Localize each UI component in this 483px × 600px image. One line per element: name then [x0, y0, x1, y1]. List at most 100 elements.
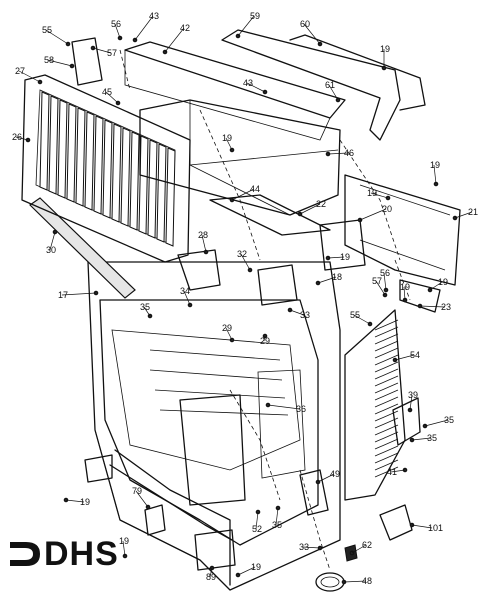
louvre-slat [374, 326, 399, 338]
callout-c19b: 19 [222, 133, 232, 143]
callout-c57b: 57 [372, 276, 382, 286]
callout-c35a: 35 [140, 302, 150, 312]
callout-c29b: 29 [260, 336, 270, 346]
heat-exchanger-fin [147, 139, 158, 239]
callout-c19h: 19 [80, 497, 90, 507]
logo-text: DHS [44, 535, 119, 573]
assembly-lines [119, 49, 411, 571]
igniter-block [257, 264, 298, 306]
part-49 [299, 469, 329, 516]
callout-c45: 45 [102, 87, 112, 97]
callout-c33: 33 [300, 310, 310, 320]
leader-line [327, 256, 345, 259]
leader-line [263, 335, 266, 342]
leader-line [317, 276, 337, 284]
knob-48 [315, 572, 345, 592]
leader-line [231, 188, 255, 201]
louvre-slat [374, 459, 399, 471]
leader-line [49, 231, 56, 251]
callout-c36: 36 [296, 404, 306, 414]
leader-line [424, 419, 449, 427]
callout-c39: 39 [408, 390, 418, 400]
leader-line [411, 524, 433, 529]
louvre-slat [374, 396, 399, 408]
callout-c27: 27 [15, 66, 25, 76]
callout-c41: 41 [387, 467, 397, 477]
callout-c32: 32 [237, 249, 247, 259]
callout-c19j: 19 [251, 562, 261, 572]
callout-c89: 89 [206, 572, 216, 582]
callout-c34: 34 [180, 286, 190, 296]
callout-c48: 48 [362, 576, 372, 586]
callout-c19a: 19 [380, 44, 390, 54]
leader-line [317, 473, 335, 483]
louvre-panel-54 [344, 309, 406, 501]
callout-c19e: 19 [340, 252, 350, 262]
callout-c43b: 43 [243, 78, 253, 88]
callout-c43a: 43 [149, 11, 159, 21]
callout-c35c: 35 [427, 433, 437, 443]
leader-line [225, 327, 233, 341]
callout-c59: 59 [250, 11, 260, 21]
small-parts [71, 37, 441, 592]
callout-c30: 30 [46, 245, 56, 255]
leader-line [209, 567, 213, 578]
callout-c35b: 35 [444, 415, 454, 425]
callout-c55b: 55 [350, 310, 360, 320]
foot-89 [194, 529, 236, 571]
heat-exchanger-fin [93, 115, 104, 215]
leader-line [65, 499, 85, 503]
side-panel-21 [344, 174, 461, 286]
callout-c54: 54 [410, 350, 420, 360]
leader-line [47, 59, 73, 67]
heat-exchanger-fin [48, 95, 59, 195]
main-cabinet-frame [87, 261, 341, 591]
leader-line [429, 281, 443, 291]
leader-line [343, 580, 367, 583]
leader-line [237, 566, 256, 576]
leader-line [394, 354, 415, 361]
louvre-slat [374, 445, 399, 457]
callout-c19d: 19 [367, 188, 377, 198]
leader-line [403, 286, 406, 301]
louvre-slat [374, 466, 399, 478]
heat-exchanger-fin [84, 111, 95, 211]
foot-bracket-79 [144, 504, 166, 536]
louvre-slat [374, 368, 399, 380]
heat-exchanger-fin [138, 135, 149, 235]
heat-exchanger-fin [102, 119, 113, 219]
leader-line [370, 192, 389, 199]
callout-c61: 61 [325, 80, 335, 90]
louvre-slat [374, 340, 399, 352]
leader-line [302, 546, 321, 549]
callout-c19g: 19 [438, 277, 448, 287]
leader-line [225, 137, 233, 151]
bracket-39 [392, 397, 421, 446]
heat-exchanger-fin [156, 143, 167, 243]
heat-exchanger-fin [75, 107, 86, 207]
bracket-23 [399, 279, 441, 313]
heat-exchanger-fin [120, 127, 131, 227]
leader-line [433, 164, 437, 185]
callout-c17: 17 [58, 290, 68, 300]
callout-c56a: 56 [111, 19, 121, 29]
callout-c58: 58 [44, 55, 54, 65]
heat-exchanger-fin [111, 123, 122, 223]
leader-line [289, 309, 305, 316]
callout-c33b: 33 [299, 542, 309, 552]
leader-line [375, 280, 386, 296]
heat-exchanger-fin [165, 147, 176, 247]
screws [25, 33, 458, 585]
leader-line [45, 29, 69, 45]
leader-line [134, 15, 154, 41]
louvre-slat [374, 354, 399, 366]
callout-c29a: 29 [222, 323, 232, 333]
louvre-slat [374, 410, 399, 422]
callout-c22: 22 [316, 199, 326, 209]
leader-line [409, 394, 413, 411]
louvre-slat [374, 375, 399, 387]
leader-line [419, 305, 446, 308]
leader-line [135, 490, 149, 508]
duct-22 [209, 194, 331, 236]
